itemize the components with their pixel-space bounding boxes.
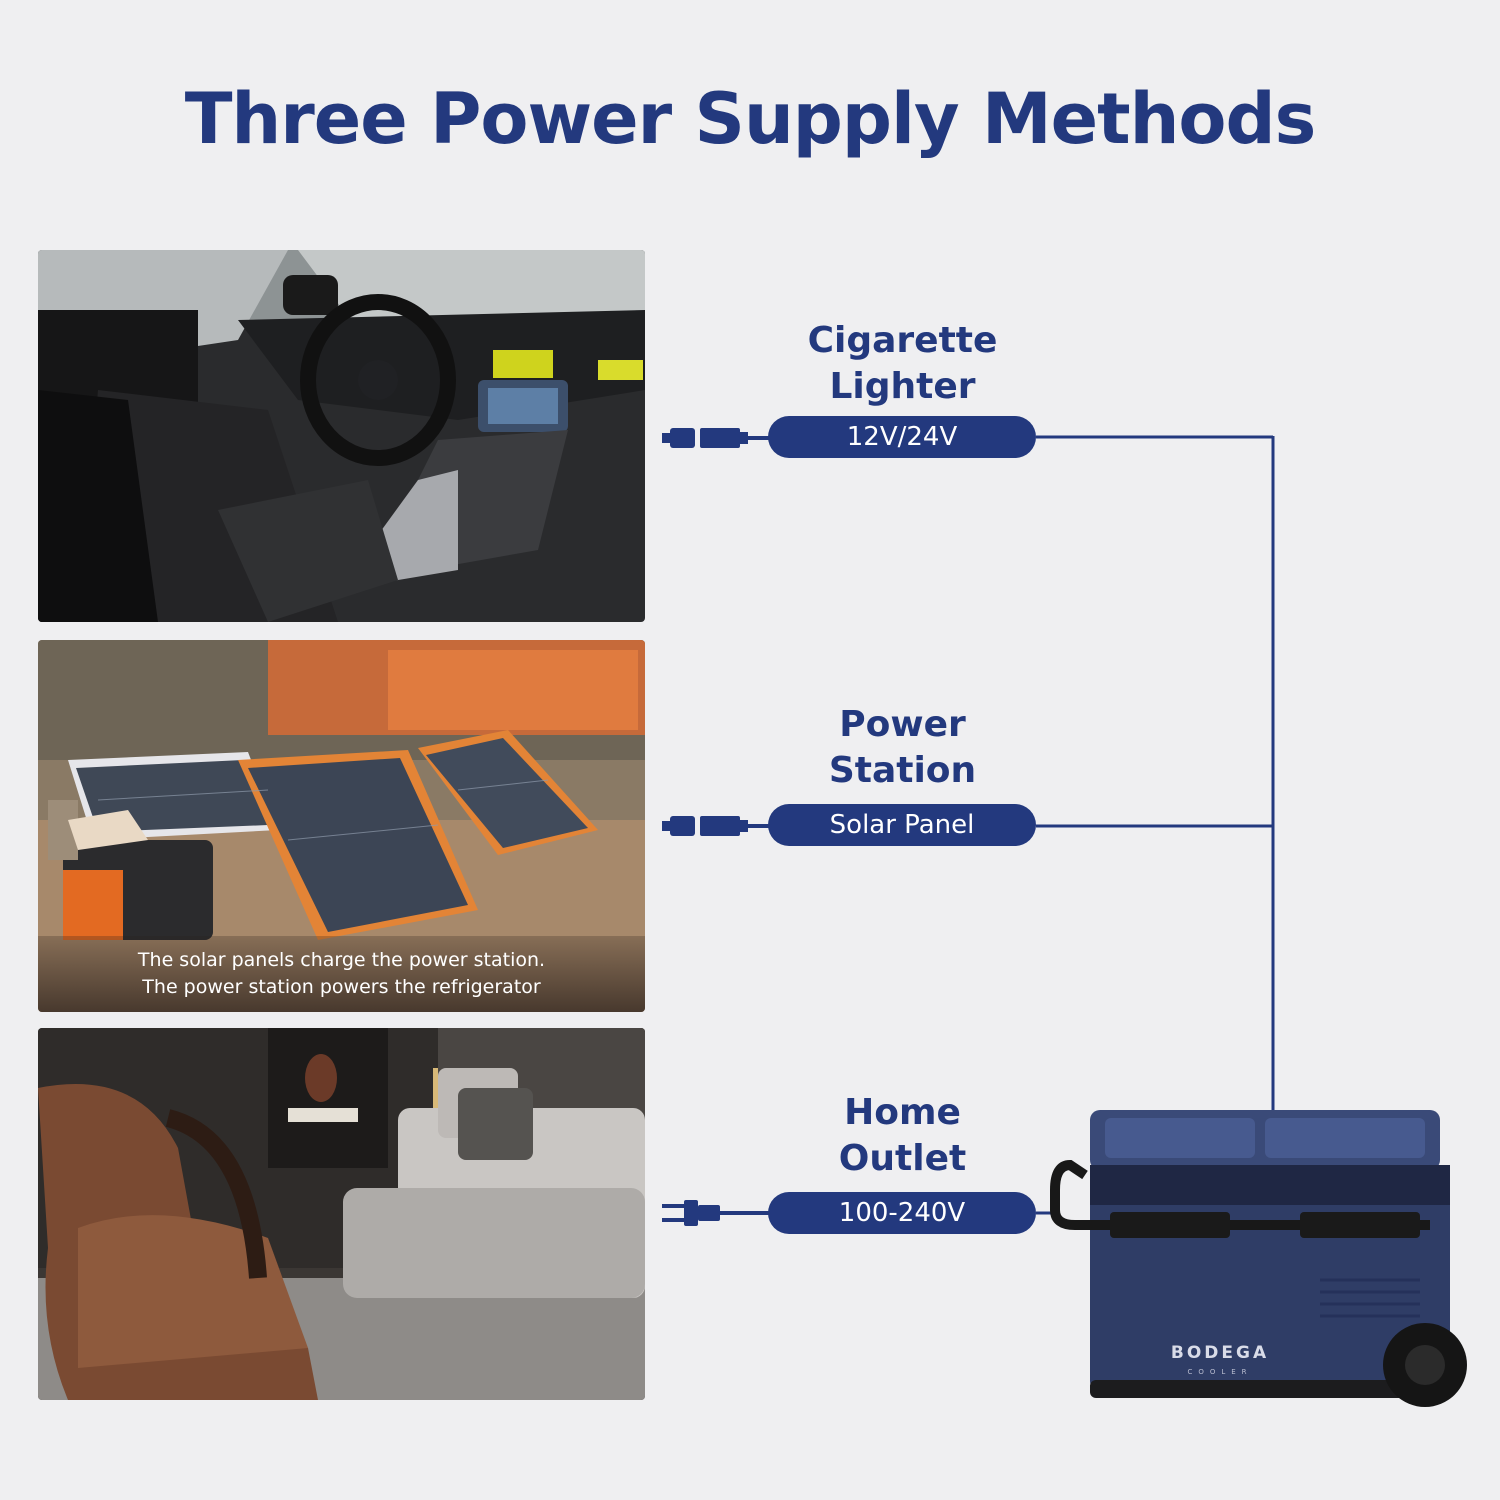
label-line: Cigarette <box>807 320 998 361</box>
spec-badge-100-240v: 100-240V <box>768 1192 1036 1234</box>
car-plug-icon <box>662 816 770 836</box>
solar-caption: The solar panels charge the power statio… <box>38 936 645 1012</box>
label-line: Lighter <box>829 366 976 407</box>
living-room-photo <box>38 1028 645 1400</box>
label-line: Station <box>828 750 977 791</box>
caption-line: The power station powers the refrigerato… <box>142 976 541 998</box>
page-title: Three Power Supply Methods <box>184 78 1317 160</box>
brand-sub-logo: COOLER <box>1187 1368 1252 1376</box>
car-plug-icon <box>662 428 770 448</box>
method-label-cigarette-lighter: Cigarette Lighter <box>770 318 1035 410</box>
solar-panel-photo: The solar panels charge the power statio… <box>38 640 645 1012</box>
wall-plug-icon <box>662 1200 770 1226</box>
label-line: Outlet <box>838 1138 967 1179</box>
brand-logo: BODEGA <box>1171 1343 1269 1363</box>
portable-fridge-image: BODEGA COOLER <box>1050 1110 1467 1407</box>
spec-badge-12v-24v: 12V/24V <box>768 416 1036 458</box>
label-line: Home <box>844 1092 961 1133</box>
caption-line: The solar panels charge the power statio… <box>137 949 546 971</box>
car-interior-photo <box>38 250 645 622</box>
spec-badge-solar-panel: Solar Panel <box>768 804 1036 846</box>
method-label-power-station: Power Station <box>770 702 1035 794</box>
label-line: Power <box>839 704 966 745</box>
method-label-home-outlet: Home Outlet <box>770 1090 1035 1182</box>
